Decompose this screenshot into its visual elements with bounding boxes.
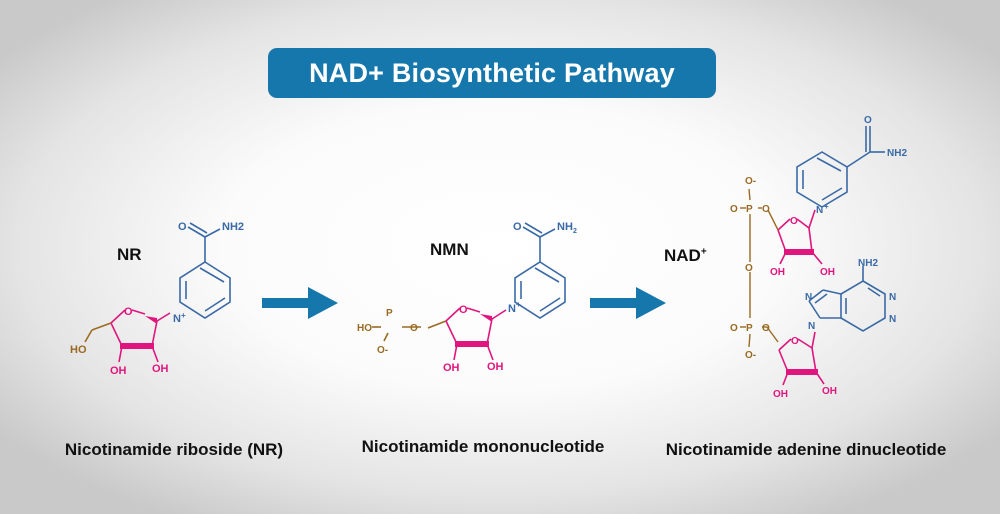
nmn-amide-sub2: 2 [573, 228, 577, 235]
nmn-phosphate-o: O [410, 323, 418, 334]
nad-adenine-n1: N [889, 292, 896, 303]
nad-lower-oh-left: OH [773, 389, 788, 400]
nmn-phosphorus: P [386, 308, 393, 319]
nmn-ho: HO [357, 323, 372, 334]
nr-oh-right: OH [152, 363, 169, 375]
nmn-amide-nh: NH [557, 221, 573, 233]
nad-lower-ring-o: O [791, 336, 799, 347]
arrow-2 [590, 287, 666, 319]
nmn-structure: O NH 2 N + O OH OH [357, 221, 577, 374]
nr-label: NR [117, 245, 142, 264]
nad-structure: O NH2 N + O OH OH [730, 115, 907, 400]
nad-ring-n: N [816, 205, 823, 216]
nr-ring-o: O [124, 306, 133, 318]
nr-amide-nh2: NH2 [222, 221, 244, 233]
nad-phos2-o-left: O [730, 323, 738, 334]
nad-phos1-o-right: O [762, 204, 770, 215]
nad-label: NAD+ [664, 246, 707, 266]
nmn-ring-n: N [508, 303, 516, 315]
nmn-caption: Nicotinamide mononucleotide [361, 437, 605, 456]
nad-adenine-n7: N [805, 292, 812, 303]
nad-amide-o: O [864, 115, 872, 126]
nr-ring-plus: + [181, 311, 186, 320]
nmn-label: NMN [430, 240, 469, 259]
nad-upper-oh-right: OH [820, 267, 835, 278]
nr-ring-n: N [173, 313, 181, 325]
diagram-title: NAD+ Biosynthetic Pathway [309, 57, 675, 88]
nmn-amide-o: O [513, 221, 522, 233]
nad-ring-plus: + [824, 202, 829, 211]
nad-adenine-nh2: NH2 [858, 258, 878, 269]
nad-phos2-p: P [746, 323, 753, 334]
nad-upper-oh-left: OH [770, 267, 785, 278]
nad-caption: Nicotinamide adenine dinucleotide [665, 440, 947, 459]
nad-label-plus: + [700, 246, 707, 258]
nad-phos2-o-right: O [762, 323, 770, 334]
nad-phos1-o-left: O [730, 204, 738, 215]
nad-adenine-n3: N [889, 314, 896, 325]
nad-label-text: NAD [664, 246, 701, 265]
nad-amide-nh2: NH2 [887, 148, 907, 159]
nad-adenine-n9: N [808, 321, 815, 332]
nr-ho: HO [70, 344, 87, 356]
arrow-1 [262, 287, 338, 319]
nr-caption: Nicotinamide riboside (NR) [64, 440, 284, 459]
nmn-ring-o: O [459, 304, 468, 316]
nr-oh-left: OH [110, 365, 127, 377]
nmn-oh-right: OH [487, 361, 504, 373]
nr-structure: O NH2 N + O OH OH HO [70, 221, 244, 377]
nr-amide-o: O [178, 221, 187, 233]
nmn-oh-left: OH [443, 362, 460, 374]
nad-phos1-p: P [746, 204, 753, 215]
nad-upper-ring-o: O [790, 216, 798, 227]
nmn-oxide: O- [377, 345, 388, 356]
nad-bridge-o: O [745, 263, 753, 274]
nad-oxide-top: O- [745, 176, 756, 187]
nad-lower-oh-right: OH [822, 386, 837, 397]
nmn-ring-plus: + [516, 300, 521, 309]
nad-oxide-bottom: O- [745, 350, 756, 361]
title-banner: NAD+ Biosynthetic Pathway [268, 48, 716, 98]
